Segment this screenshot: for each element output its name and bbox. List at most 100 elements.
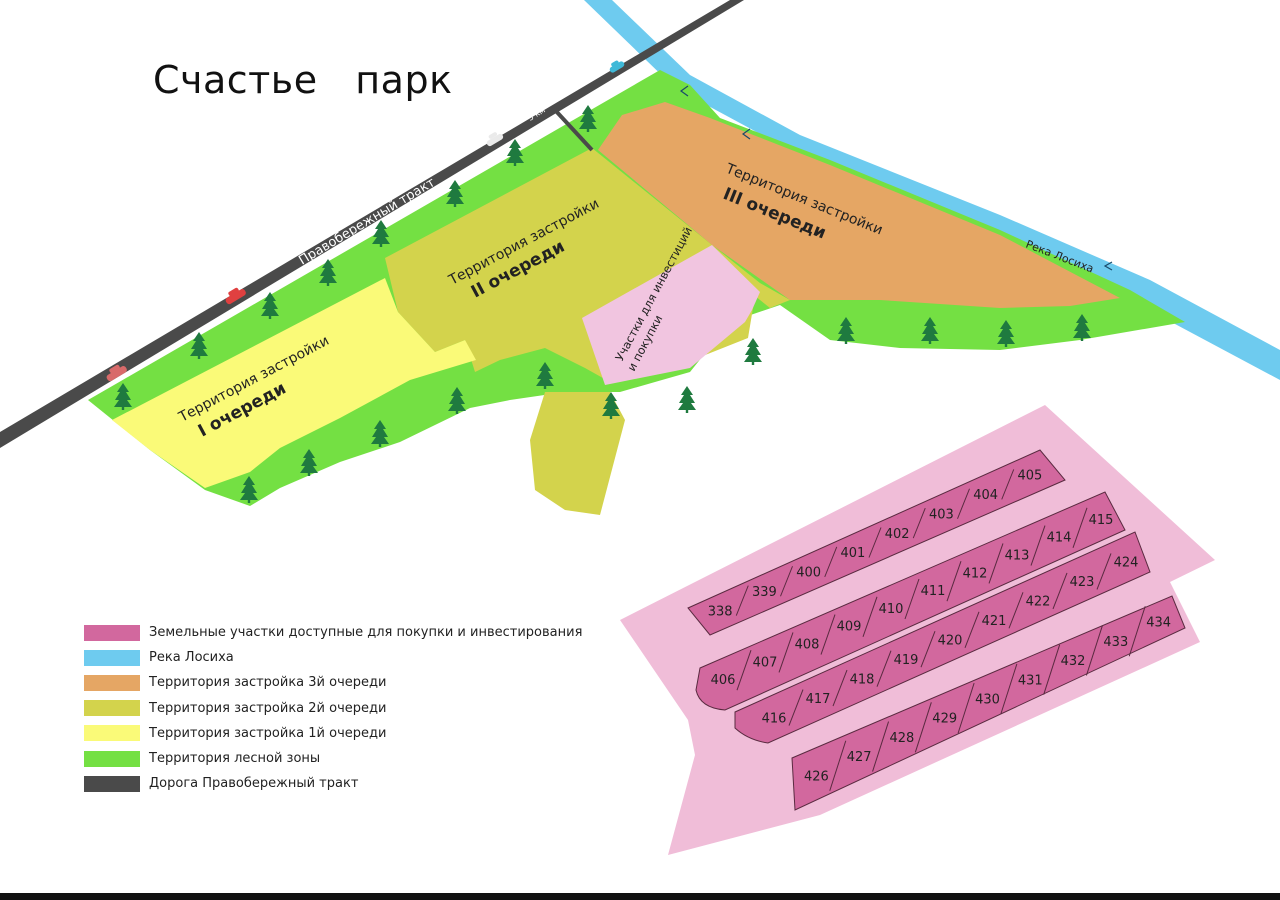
plot-number[interactable]: 410	[879, 602, 904, 617]
plot-number[interactable]: 434	[1146, 616, 1171, 631]
legend-label: Река Лосиха	[149, 650, 234, 666]
tree-icon	[371, 420, 389, 447]
plot-number[interactable]: 423	[1070, 575, 1095, 590]
legend-item: Территория застройка 2й очереди	[84, 696, 582, 721]
plot-row-1-outline	[687, 449, 1066, 636]
plot-divider	[872, 721, 890, 772]
tree-icon	[678, 386, 696, 413]
legend-swatch	[84, 649, 140, 666]
plot-divider	[914, 702, 932, 753]
car-icon	[486, 132, 504, 147]
car-icon	[225, 287, 246, 305]
legend-label: Земельные участки доступные для покупки …	[149, 625, 583, 641]
zone-3-territory	[598, 102, 1120, 308]
tree-icon	[1073, 314, 1091, 341]
tree-icon	[602, 392, 620, 419]
plot-divider	[736, 650, 752, 691]
page-title: Счастье парк	[153, 58, 453, 102]
plot-number[interactable]: 339	[752, 585, 777, 600]
plot-number[interactable]: 401	[840, 546, 865, 561]
plot-number[interactable]: 428	[890, 731, 915, 746]
plot-divider	[964, 611, 980, 648]
plot-number[interactable]: 418	[850, 672, 875, 687]
plot-number[interactable]: 338	[708, 604, 733, 619]
plot-number[interactable]: 411	[921, 584, 946, 599]
plot-number[interactable]: 424	[1114, 556, 1139, 571]
plot-number[interactable]: 433	[1103, 635, 1128, 650]
tree-icon	[300, 449, 318, 476]
plot-number[interactable]: 429	[932, 712, 957, 727]
road-pravoberezhny	[0, 0, 744, 448]
plot-number[interactable]: 427	[847, 750, 872, 765]
zone-2-extension	[530, 392, 625, 515]
plot-row-4-outline	[791, 595, 1186, 811]
plot-number[interactable]: 405	[1017, 469, 1042, 484]
plot-number[interactable]: 415	[1089, 513, 1114, 528]
plot-number[interactable]: 412	[963, 566, 988, 581]
plot-number[interactable]: 404	[973, 488, 998, 503]
plot-divider	[904, 578, 920, 620]
km-marker-line	[553, 108, 594, 152]
plot-number[interactable]: 430	[975, 693, 1000, 708]
car-icon	[106, 364, 127, 382]
plot-number[interactable]: 421	[982, 614, 1007, 629]
tree-icon	[579, 105, 597, 132]
bottom-bar	[0, 893, 1280, 900]
legend-label: Территория застройка 3й очереди	[149, 675, 387, 691]
plot-divider	[735, 585, 749, 616]
plot-number[interactable]: 414	[1047, 531, 1072, 546]
plot-divider	[1128, 606, 1146, 657]
legend: Земельные участки доступные для покупки …	[84, 620, 582, 796]
plot-number[interactable]: 420	[938, 634, 963, 649]
plot-divider	[778, 632, 794, 673]
plot-number[interactable]: 408	[795, 638, 820, 653]
plot-number[interactable]: 432	[1061, 654, 1086, 669]
plot-divider	[957, 488, 970, 519]
plot-number[interactable]: 426	[804, 769, 829, 784]
plot-number[interactable]: 409	[837, 620, 862, 635]
plot-number[interactable]: 400	[796, 566, 821, 581]
plot-divider	[1072, 507, 1088, 548]
plot-divider	[1043, 644, 1061, 695]
plot-divider	[1096, 553, 1112, 590]
legend-label: Дорога Правобережный тракт	[149, 776, 359, 792]
plot-number[interactable]: 422	[1026, 595, 1051, 610]
legend-swatch	[84, 700, 140, 717]
tree-icon	[744, 338, 762, 365]
legend-swatch	[84, 725, 140, 742]
plot-divider	[820, 614, 836, 655]
plot-divider	[946, 561, 962, 602]
plot-divider	[1030, 525, 1046, 566]
legend-item: Дорога Правобережный тракт	[84, 771, 582, 796]
plot-number[interactable]: 413	[1005, 549, 1030, 564]
plot-divider	[780, 566, 793, 597]
legend-label: Территория лесной зоны	[149, 751, 321, 767]
tree-icon	[372, 220, 390, 247]
tree-icon	[997, 320, 1015, 347]
tree-icon	[240, 476, 258, 503]
plot-number[interactable]: 419	[894, 653, 919, 668]
tree-icon	[506, 139, 524, 166]
plot-number[interactable]: 406	[711, 673, 736, 688]
tree-icon	[261, 292, 279, 319]
plot-number[interactable]: 416	[762, 711, 787, 726]
plot-number[interactable]: 417	[806, 692, 831, 707]
tree-icon	[536, 362, 554, 389]
tree-icon	[446, 180, 464, 207]
plot-divider	[1008, 592, 1024, 629]
plot-number[interactable]: 431	[1018, 673, 1043, 688]
plot-divider	[1001, 469, 1015, 500]
legend-item: Территория лесной зоны	[84, 746, 582, 771]
plot-divider	[829, 740, 847, 791]
plot-divider	[912, 507, 926, 539]
plot-number[interactable]: 403	[929, 507, 954, 522]
tree-icon	[319, 259, 337, 286]
plot-number[interactable]: 407	[753, 655, 778, 670]
zone-1-territory	[112, 278, 476, 488]
plot-divider	[1052, 572, 1068, 610]
tree-icon	[190, 332, 208, 359]
plot-number[interactable]: 402	[885, 527, 910, 542]
plot-divider	[876, 650, 892, 687]
legend-label: Территория застройка 2й очереди	[149, 700, 387, 716]
tree-icon	[921, 317, 939, 344]
